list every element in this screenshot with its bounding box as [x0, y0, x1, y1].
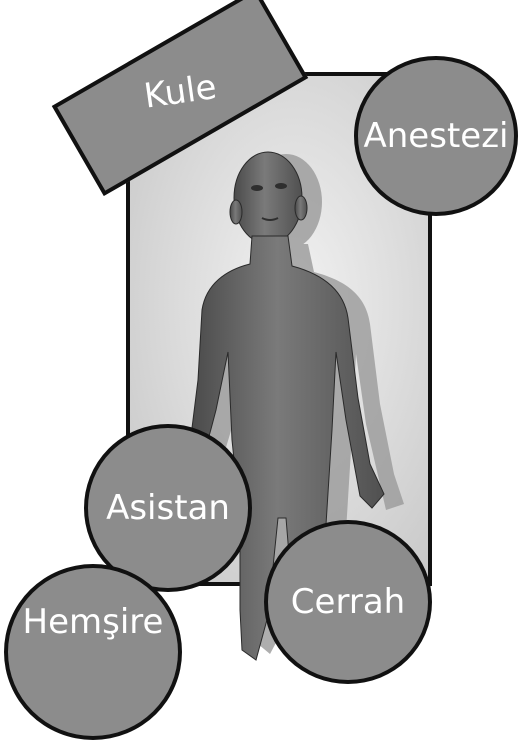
hemsire-circle: Hemşire	[4, 564, 182, 740]
anestezi-label: Anestezi	[364, 116, 509, 156]
kule-label: Kule	[141, 67, 218, 117]
cerrah-circle: Cerrah	[264, 520, 432, 684]
cerrah-label: Cerrah	[291, 582, 405, 622]
anestezi-circle: Anestezi	[354, 56, 518, 216]
diagram-stage: Kule Anestezi Asistan Cerrah Hemşire	[0, 0, 520, 691]
hemsire-label: Hemşire	[23, 602, 164, 642]
asistan-label: Asistan	[106, 488, 230, 528]
